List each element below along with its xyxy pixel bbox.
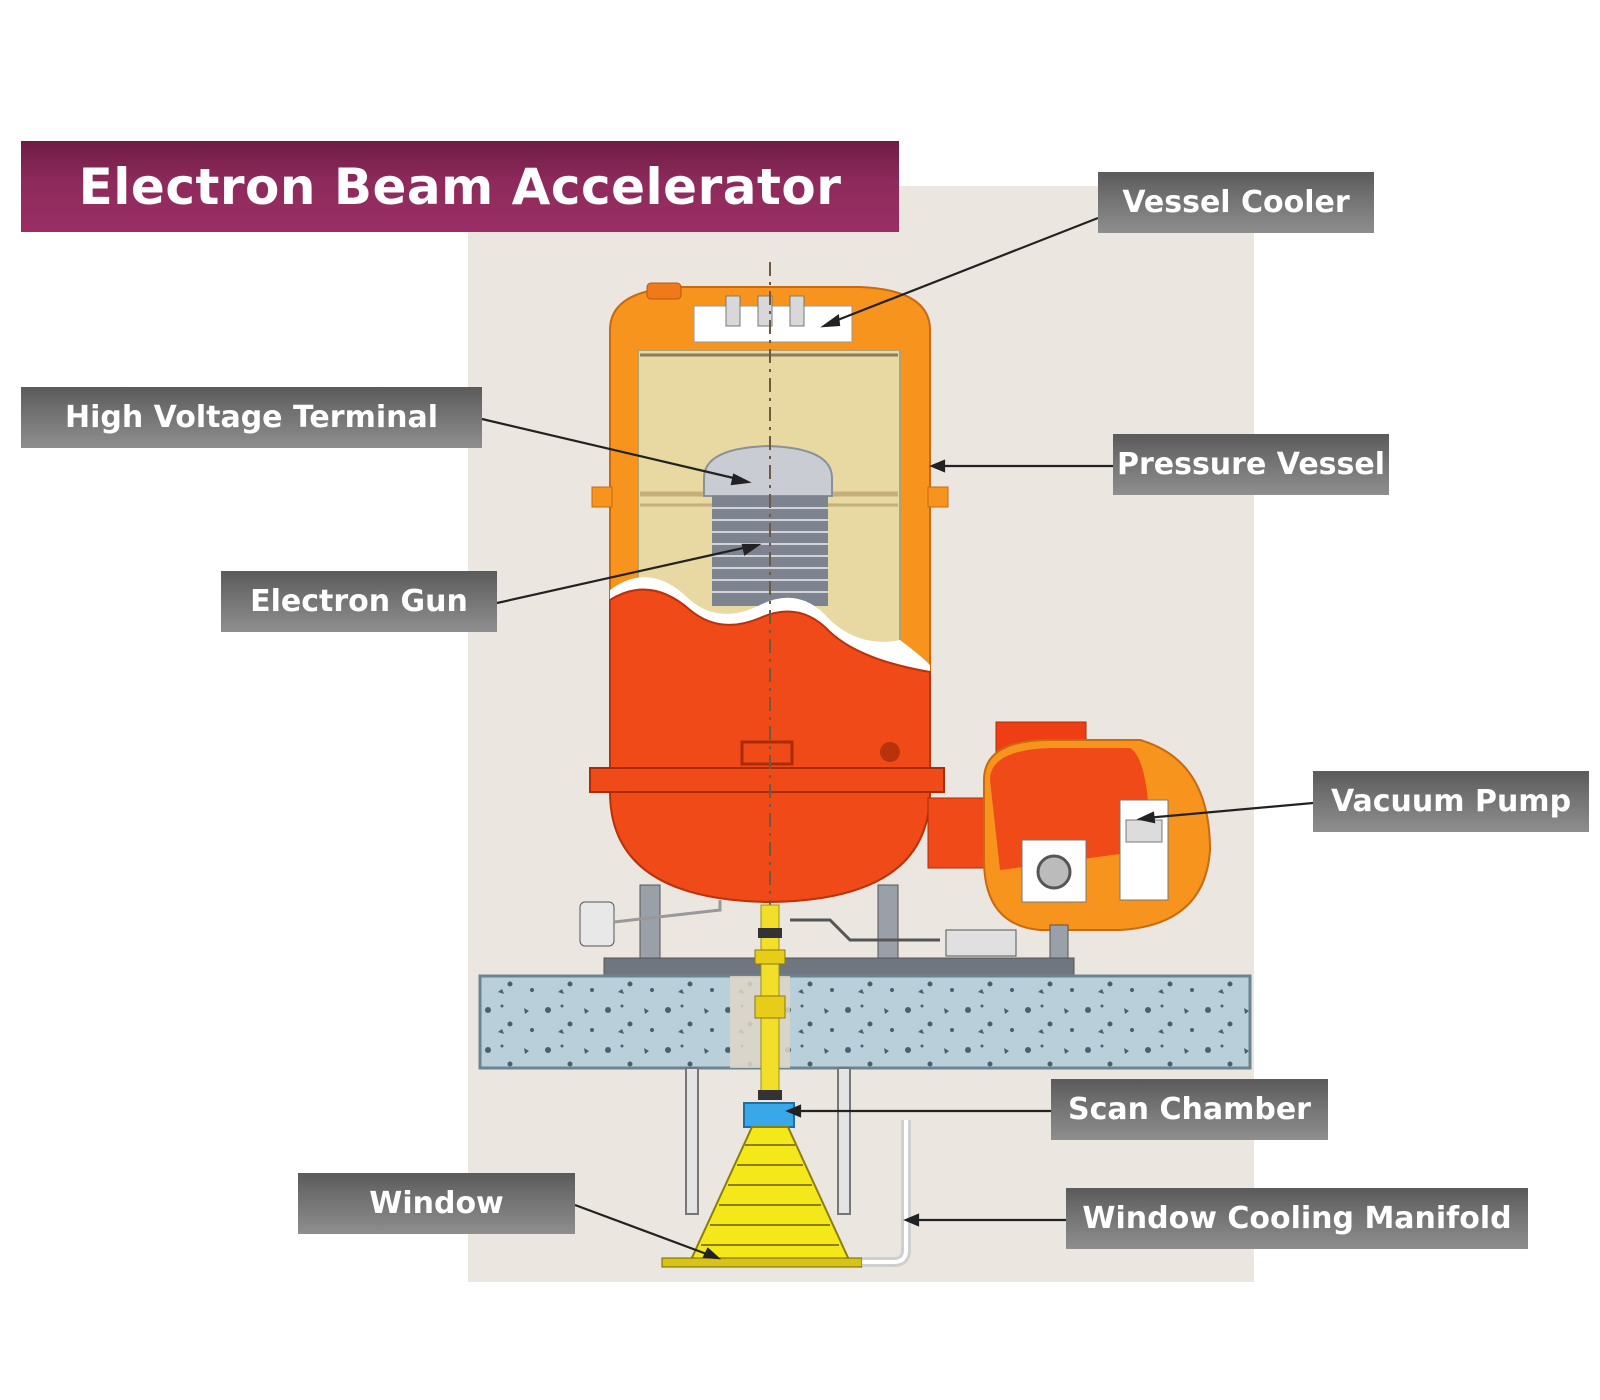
high-voltage-terminal [703,444,833,606]
page-title: Electron Beam Accelerator [78,157,842,216]
label-vessel-cooler: Vessel Cooler [1098,172,1374,233]
leader-vessel-cooler [829,216,1099,325]
leader-vacuum-pump [1145,801,1314,820]
label-high-voltage-terminal: High Voltage Terminal [21,387,482,448]
window-horn [661,1126,863,1268]
scan-horn-supports [685,1067,851,1215]
concrete-shield [478,974,1252,1070]
title-banner: Electron Beam Accelerator [21,141,899,232]
vacuum-pump [927,721,1212,931]
label-window: Window [298,1173,575,1234]
leader-window [574,1203,713,1258]
label-vacuum-pump: Vacuum Pump [1313,771,1589,832]
beam-tube [754,904,786,1100]
leader-electron-gun [496,544,753,605]
scan-chamber [743,1102,795,1128]
leader-lines [481,216,1314,1260]
label-pressure-vessel: Pressure Vessel [1113,434,1389,495]
label-scan-chamber: Scan Chamber [1051,1079,1328,1140]
label-window-cooling-manifold: Window Cooling Manifold [1066,1188,1528,1249]
leader-hv-terminal [481,417,743,482]
vessel-supports [579,884,1075,977]
label-electron-gun: Electron Gun [221,571,497,632]
window-foil [661,1257,863,1268]
